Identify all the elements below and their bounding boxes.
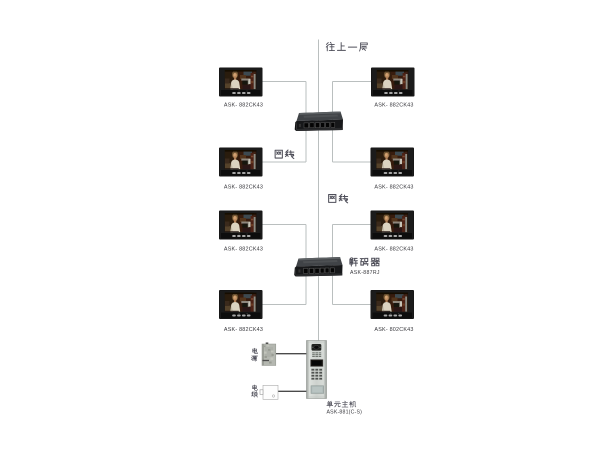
svg-text:ASK- 882CK43: ASK- 882CK43 xyxy=(224,327,263,333)
svg-text:ASK-887RJ: ASK-887RJ xyxy=(350,270,380,276)
svg-text:ASK- 882CK43: ASK- 882CK43 xyxy=(224,247,263,253)
svg-text:ASK-881(C-S): ASK-881(C-S) xyxy=(327,409,363,415)
svg-text:ASK- 882CK43: ASK- 882CK43 xyxy=(224,184,263,190)
svg-text:ASK- 802CK43: ASK- 802CK43 xyxy=(374,327,413,333)
svg-text:ASK- 882CK43: ASK- 882CK43 xyxy=(374,103,413,109)
svg-text:ASK- 882CK43: ASK- 882CK43 xyxy=(374,184,413,190)
svg-text:ASK- 882CK43: ASK- 882CK43 xyxy=(224,103,263,109)
svg-text:ASK- 882CK43: ASK- 882CK43 xyxy=(374,247,413,253)
